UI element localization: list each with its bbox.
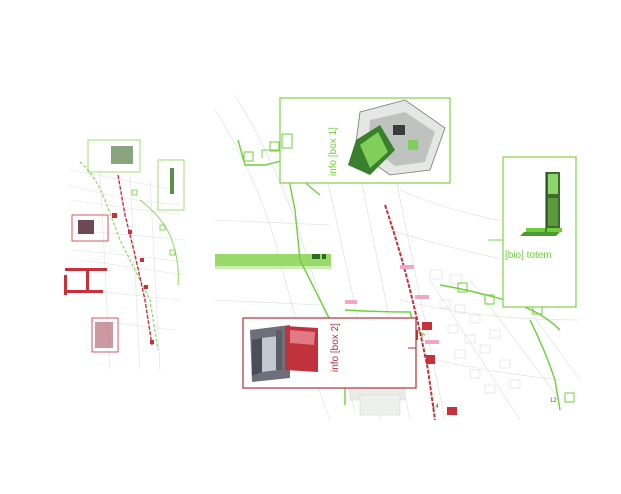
info-box-1-label: info [box 1]: [328, 127, 339, 176]
route-number-7: 7: [420, 336, 424, 342]
bio-totem-panel: [488, 156, 577, 308]
info-box-2-panel: [242, 317, 417, 389]
info-box-2-label: info [box 2]: [330, 323, 341, 372]
route-number-14: 14: [432, 404, 439, 410]
overview-map: [64, 139, 186, 371]
route-number-12: 12: [550, 398, 557, 404]
bio-totem-label: [bio] totem: [505, 250, 552, 261]
info-box-1-panel: [261, 97, 451, 184]
